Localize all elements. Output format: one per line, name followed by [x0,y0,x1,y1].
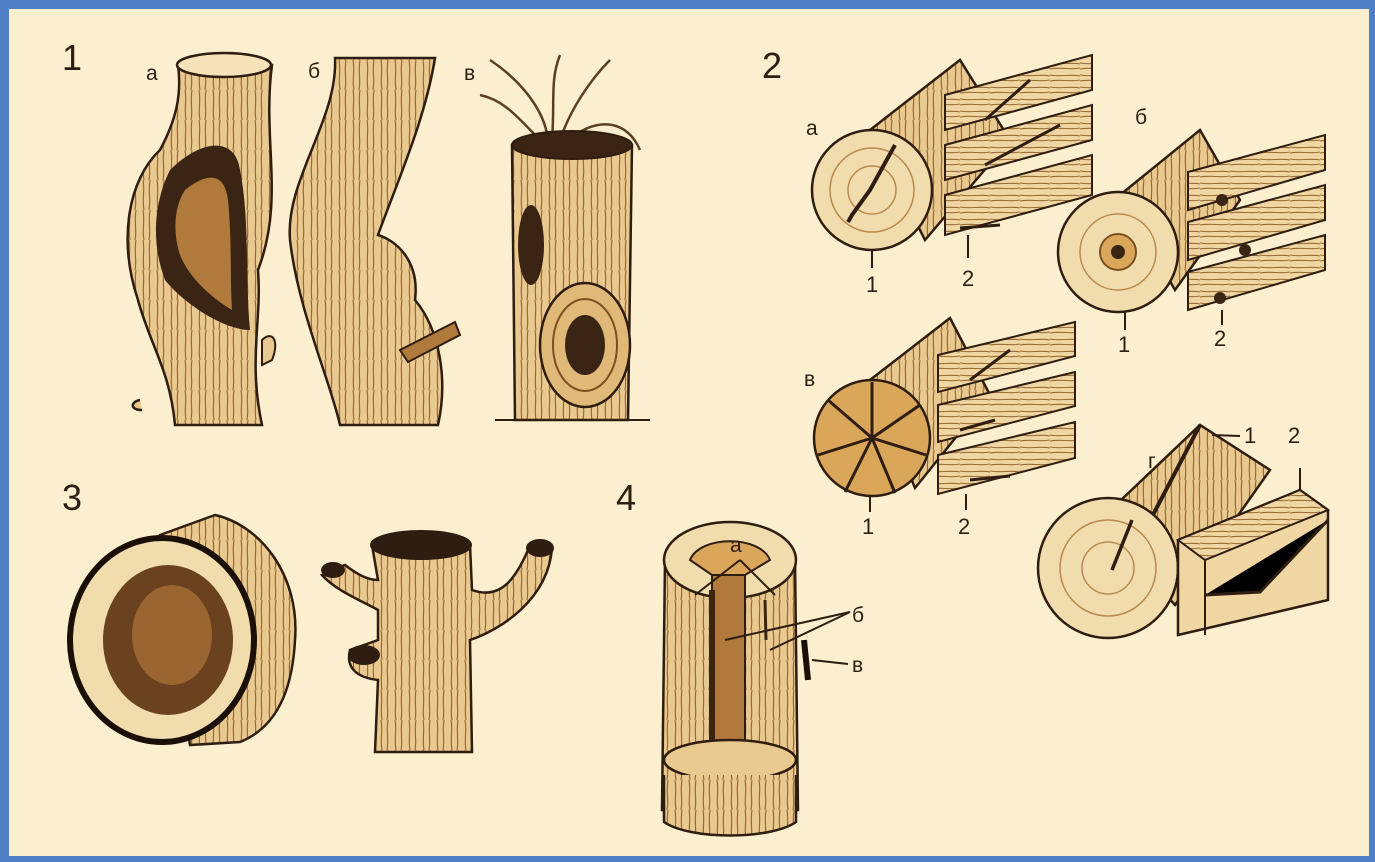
figure-2: 2 а 1 2 б [762,45,1328,638]
figure-3: 3 [62,477,554,752]
curved-trunk: б [290,58,460,425]
figure-3-number: 3 [62,477,82,518]
stump-with-rot-and-grass: в [464,55,650,420]
figure-4v-label: в [852,654,863,677]
figure-2b-marker-2: 2 [1214,326,1226,351]
figure-2a-marker-1: 1 [866,272,878,297]
figure-2v-marker-2: 2 [958,514,970,539]
figure-2-number: 2 [762,45,782,86]
figure-2v-marker-1: 1 [862,514,874,539]
figure-2b-label: б [1135,106,1147,129]
figure-1-number: 1 [62,37,82,78]
log-with-shake: г 1 2 [1038,423,1328,638]
figure-4-number: 4 [616,477,636,518]
figure-4a-label: а [730,534,742,557]
log-with-rot-cavity: а [128,53,276,425]
figure-4: 4 а б в [616,477,864,836]
figure-2v-label: в [804,368,815,391]
log-with-heart-crack: б 1 2 [1058,106,1325,357]
hollow-log-section [70,515,295,745]
log-with-internal-rot: а б в [662,522,864,836]
figure-1b-label: б [308,60,320,83]
hollow-branching-trunk [321,531,554,752]
log-with-radial-cracks: в 1 2 [804,318,1075,539]
figure-2a-marker-2: 2 [962,266,974,291]
figure-1v-label: в [464,62,475,85]
figure-1: 1 а б в [62,37,650,425]
figure-2a-label: а [806,117,818,140]
figure-4b-label: б [852,604,864,627]
figure-2b-marker-1: 1 [1118,332,1130,357]
log-with-frost-crack: а 1 2 [806,55,1092,297]
figure-1a-label: а [146,62,158,85]
figure-2g-marker-1: 1 [1244,423,1256,448]
figure-2g-marker-2: 2 [1288,423,1300,448]
